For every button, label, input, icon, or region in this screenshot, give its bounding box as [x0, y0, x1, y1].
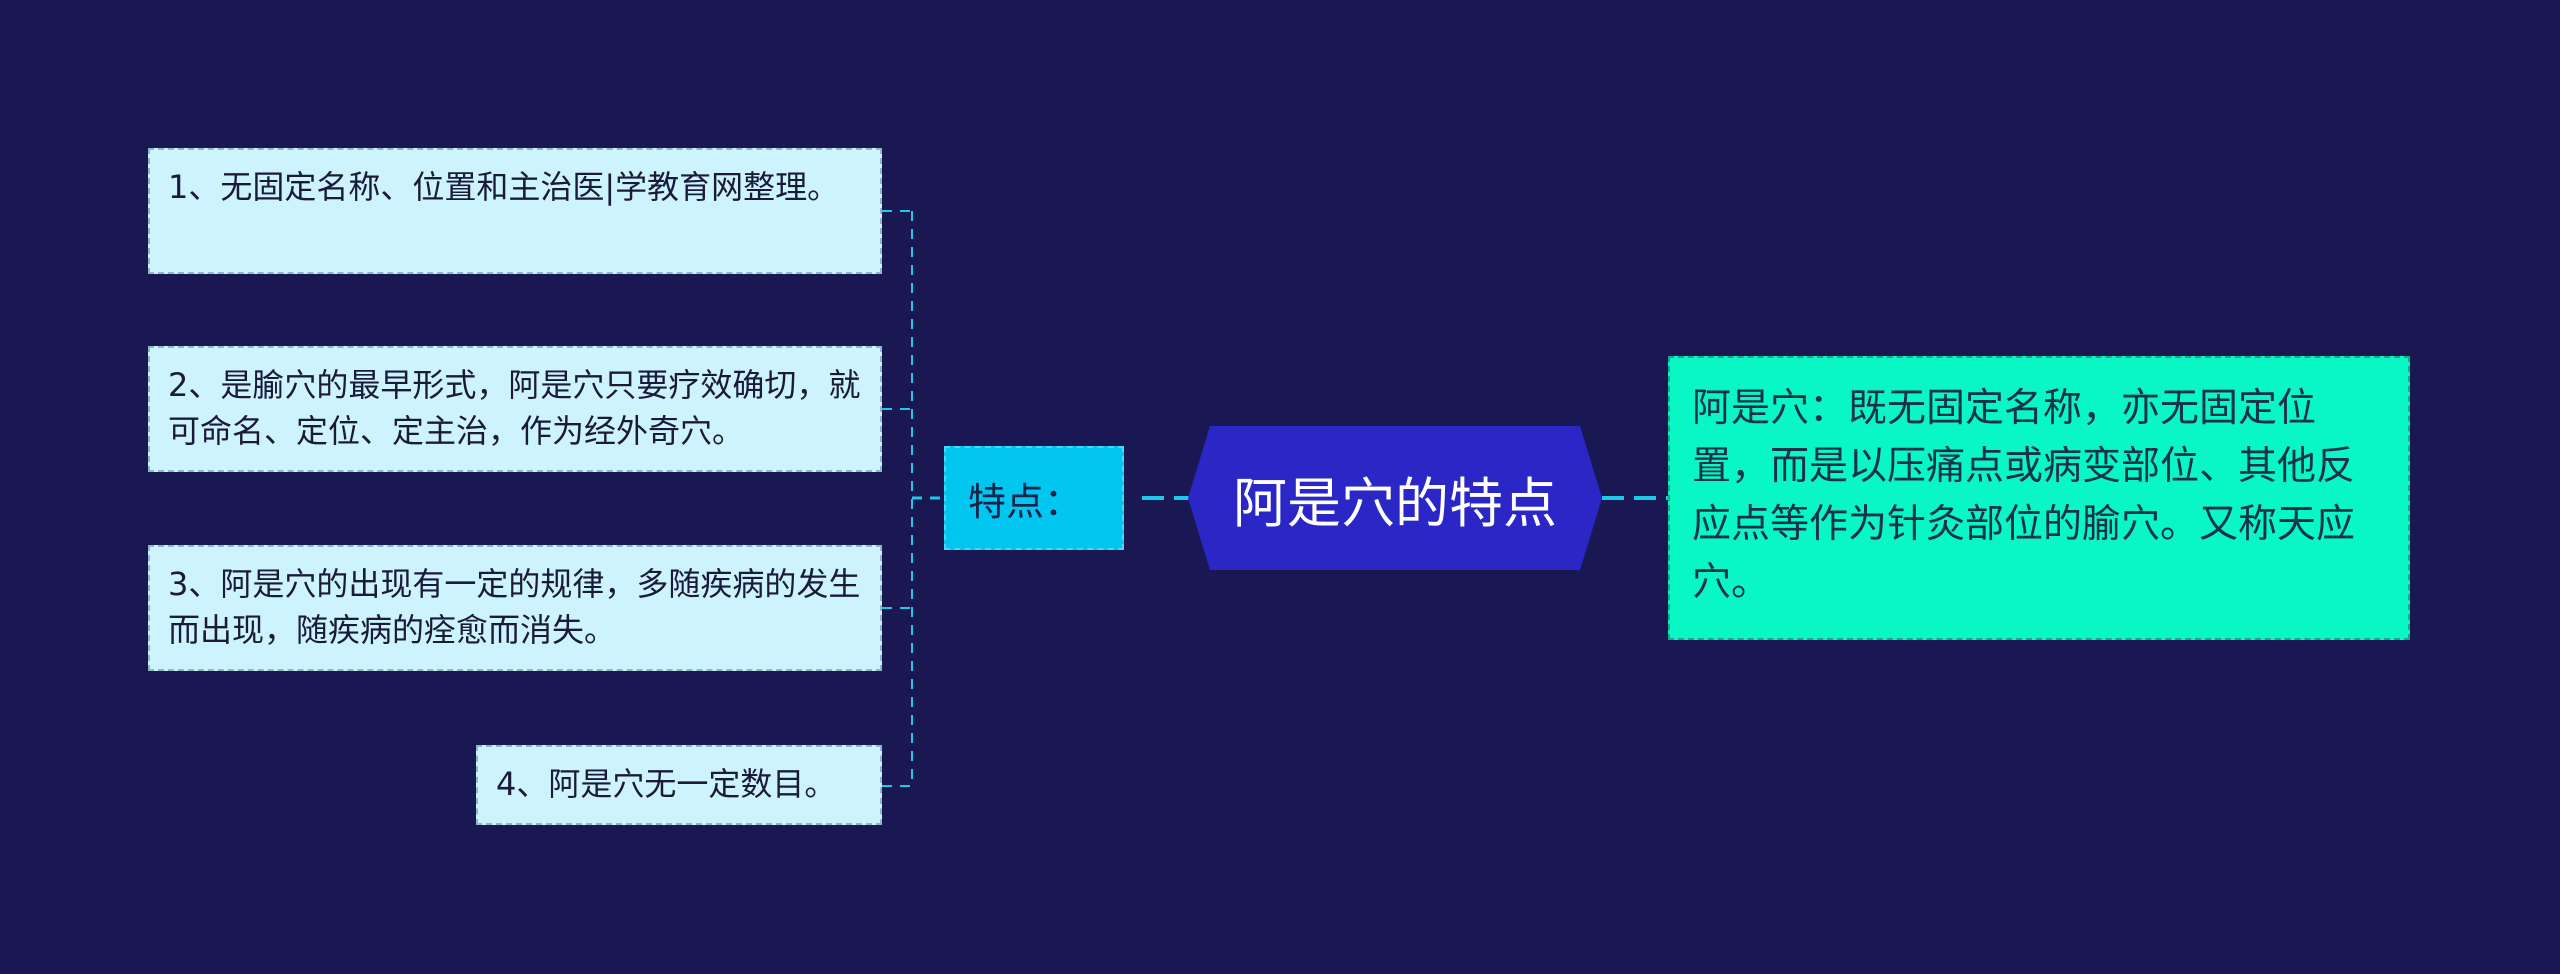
leaf-node-2-text: 2、是腧穴的最早形式，阿是穴只要疗效确切，就可命名、定位、定主治，作为经外奇穴。 — [168, 366, 861, 450]
leaf-node-1[interactable]: 1、无固定名称、位置和主治医|学教育网整理。 — [148, 148, 882, 274]
center-hexagon-shape — [1188, 426, 1602, 570]
leaf-node-4[interactable]: 4、阿是穴无一定数目。 — [476, 745, 882, 825]
center-node[interactable]: 阿是穴的特点 — [1188, 426, 1602, 570]
branch-node-features[interactable]: 特点： — [944, 446, 1124, 550]
leaf-node-3[interactable]: 3、阿是穴的出现有一定的规律，多随疾病的发生而出现，随疾病的痊愈而消失。 — [148, 545, 882, 671]
leaf-node-4-text: 4、阿是穴无一定数目。 — [496, 765, 837, 803]
leaf-node-1-text: 1、无固定名称、位置和主治医|学教育网整理。 — [168, 168, 840, 206]
definition-node[interactable]: 阿是穴：既无固定名称，亦无固定位置，而是以压痛点或病变部位、其他反应点等作为针灸… — [1668, 356, 2410, 640]
center-node-label: 阿是穴的特点 — [1233, 471, 1557, 535]
branch-node-label: 特点： — [968, 479, 1083, 524]
leaf-node-3-text: 3、阿是穴的出现有一定的规律，多随疾病的发生而出现，随疾病的痊愈而消失。 — [168, 565, 861, 649]
leaf-node-2[interactable]: 2、是腧穴的最早形式，阿是穴只要疗效确切，就可命名、定位、定主治，作为经外奇穴。 — [148, 346, 882, 472]
definition-node-text: 阿是穴：既无固定名称，亦无固定位置，而是以压痛点或病变部位、其他反应点等作为针灸… — [1692, 386, 2356, 605]
